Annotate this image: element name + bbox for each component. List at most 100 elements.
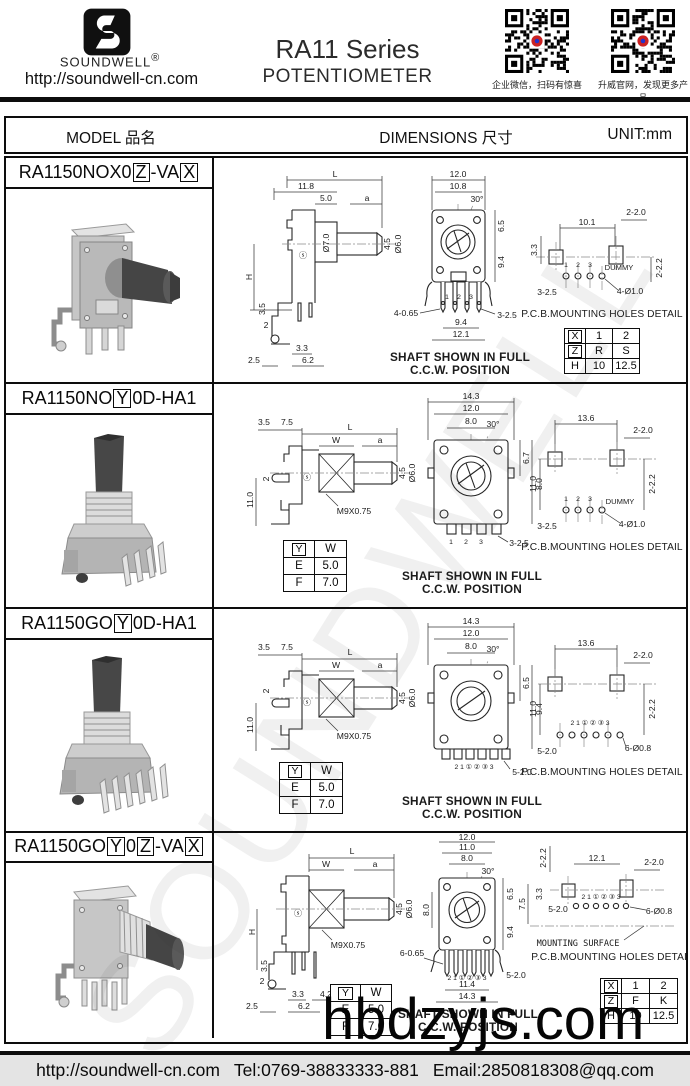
svg-text:C.C.W. POSITION: C.C.W. POSITION [422, 807, 522, 821]
dimension-drawing-row3: 3.5 7.5 L W a ⓢ 4.5 Ø6.0 [245, 616, 683, 821]
svg-text:12.0: 12.0 [459, 832, 476, 842]
svg-text:2 1 ① ② ③ 3: 2 1 ① ② ③ 3 [447, 974, 486, 982]
svg-text:12.0: 12.0 [450, 169, 467, 179]
svg-text:7.5: 7.5 [281, 642, 293, 652]
svg-text:6.5: 6.5 [505, 888, 515, 900]
svg-text:5-2.0: 5-2.0 [548, 904, 568, 914]
svg-text:2: 2 [261, 688, 271, 693]
qr-code-wechat [505, 9, 569, 73]
svg-text:11.0: 11.0 [528, 701, 538, 717]
svg-text:6.2: 6.2 [298, 1001, 310, 1011]
svg-text:11.0: 11.0 [459, 842, 475, 852]
model-code-box: Y [113, 389, 132, 408]
svg-text:a: a [378, 660, 383, 670]
dimension-drawing-row4: L W a ⓢ 4.5 Ø6.0 M9X0.75 H 3.5 [246, 832, 686, 1034]
model-text: RA1150GO [21, 613, 113, 633]
svg-text:MOUNTING SURFACE: MOUNTING SURFACE [537, 939, 620, 949]
svg-text:ⓢ: ⓢ [303, 473, 311, 482]
svg-text:C.C.W. POSITION: C.C.W. POSITION [418, 1020, 518, 1034]
svg-text:3.5: 3.5 [259, 960, 269, 972]
svg-text:6-0.65: 6-0.65 [400, 948, 425, 958]
svg-text:11.0: 11.0 [245, 717, 255, 733]
svg-text:ⓢ: ⓢ [299, 251, 307, 260]
front-view: 12.0 11.0 8.0 30° 8.0 6.5 9.4 [398, 832, 538, 1034]
svg-text:M9X0.75: M9X0.75 [331, 940, 366, 950]
svg-text:3-2.5: 3-2.5 [537, 521, 557, 531]
svg-text:12.1: 12.1 [589, 853, 606, 863]
svg-text:ⓢ: ⓢ [303, 698, 311, 707]
svg-text:12.0: 12.0 [463, 403, 480, 413]
svg-text:10.1: 10.1 [579, 217, 596, 227]
svg-text:SHAFT SHOWN IN FULL: SHAFT SHOWN IN FULL [390, 350, 530, 364]
svg-text:8.0: 8.0 [465, 641, 477, 651]
svg-text:2-2.2: 2-2.2 [538, 848, 548, 868]
svg-text:9.4: 9.4 [505, 926, 515, 938]
svg-text:8.0: 8.0 [461, 853, 473, 863]
svg-text:10.8: 10.8 [450, 181, 467, 191]
svg-text:3-2.5: 3-2.5 [497, 310, 517, 320]
svg-text:4.5: 4.5 [382, 238, 392, 250]
svg-text:7.5: 7.5 [517, 898, 527, 910]
pcb-detail: 13.6 2-2.0 11.0 2-2.2 2 1 ① ② ③ 3 5-2.0 … [521, 638, 683, 778]
svg-text:9.4: 9.4 [455, 317, 467, 327]
svg-text:2-2.2: 2-2.2 [647, 474, 657, 494]
svg-text:14.3: 14.3 [463, 391, 480, 401]
svg-text:P.C.B.MOUNTING HOLES DETAIL: P.C.B.MOUNTING HOLES DETAIL [521, 767, 683, 778]
svg-text:9.4: 9.4 [496, 256, 506, 268]
svg-text:4.5: 4.5 [397, 692, 407, 704]
svg-text:9.4: 9.4 [534, 703, 544, 715]
footer-url: http://soundwell-cn.com [36, 1060, 220, 1080]
model-code-box: Y [113, 614, 132, 633]
model-code-box: X [180, 163, 199, 182]
dimension-cell: 3.5 7.5 L W a ⓢ 4.5 Ø6.0 [214, 384, 686, 607]
svg-text:3: 3 [479, 539, 483, 546]
svg-text:1: 1 [564, 496, 568, 503]
svg-text:Ø6.0: Ø6.0 [404, 899, 414, 918]
svg-text:4.2: 4.2 [320, 989, 332, 999]
qr-code-website [611, 9, 675, 73]
svg-text:3: 3 [588, 496, 592, 503]
svg-text:2-2.0: 2-2.0 [626, 207, 646, 217]
svg-text:6-Ø0.8: 6-Ø0.8 [646, 906, 672, 916]
svg-text:W: W [332, 435, 341, 445]
footer-tel: Tel:0769-38833333-881 [233, 1060, 419, 1080]
svg-text:12.1: 12.1 [453, 329, 470, 339]
svg-text:ⓢ: ⓢ [294, 909, 302, 918]
svg-text:4-Ø1.0: 4-Ø1.0 [619, 519, 645, 529]
svg-text:2: 2 [261, 476, 271, 481]
pcb-detail: 2-2.0 10.1 3.3 1 2 3 DUMMY [521, 207, 683, 320]
svg-text:11.0: 11.0 [245, 492, 255, 508]
model-code-box: Z [137, 837, 155, 856]
svg-text:14.3: 14.3 [463, 616, 480, 626]
header-divider [0, 97, 690, 102]
svg-text:11.8: 11.8 [298, 181, 314, 191]
svg-text:8.0: 8.0 [465, 416, 477, 426]
svg-text:P.C.B.MOUNTING HOLES DETAIL: P.C.B.MOUNTING HOLES DETAIL [521, 309, 683, 320]
side-view: L W a ⓢ 4.5 Ø6.0 M9X0.75 H 3.5 [246, 846, 414, 1013]
front-view: 12.0 10.8 30° 6.5 9.4 [390, 169, 530, 377]
svg-text:30°: 30° [487, 644, 500, 654]
product-photo [6, 862, 212, 1038]
svg-text:DUMMY: DUMMY [606, 497, 635, 506]
svg-text:M9X0.75: M9X0.75 [337, 506, 372, 516]
svg-text:P.C.B.MOUNTING HOLES DETAIL: P.C.B.MOUNTING HOLES DETAIL [521, 542, 683, 553]
svg-text:8.0: 8.0 [534, 478, 544, 490]
svg-text:11.0: 11.0 [528, 476, 538, 492]
dimension-cell: L W a ⓢ 4.5 Ø6.0 M9X0.75 H 3.5 [214, 832, 686, 1038]
product-photo [6, 639, 212, 831]
svg-text:1: 1 [564, 262, 568, 269]
svg-text:a: a [378, 435, 383, 445]
footer-divider [0, 1051, 690, 1055]
svg-text:3-2.5: 3-2.5 [509, 538, 529, 548]
dimension-cell: L 11.8 5.0 a ⓢ Ø7.0 4.5 Ø6.0 [214, 158, 686, 382]
svg-text:2: 2 [576, 496, 580, 503]
